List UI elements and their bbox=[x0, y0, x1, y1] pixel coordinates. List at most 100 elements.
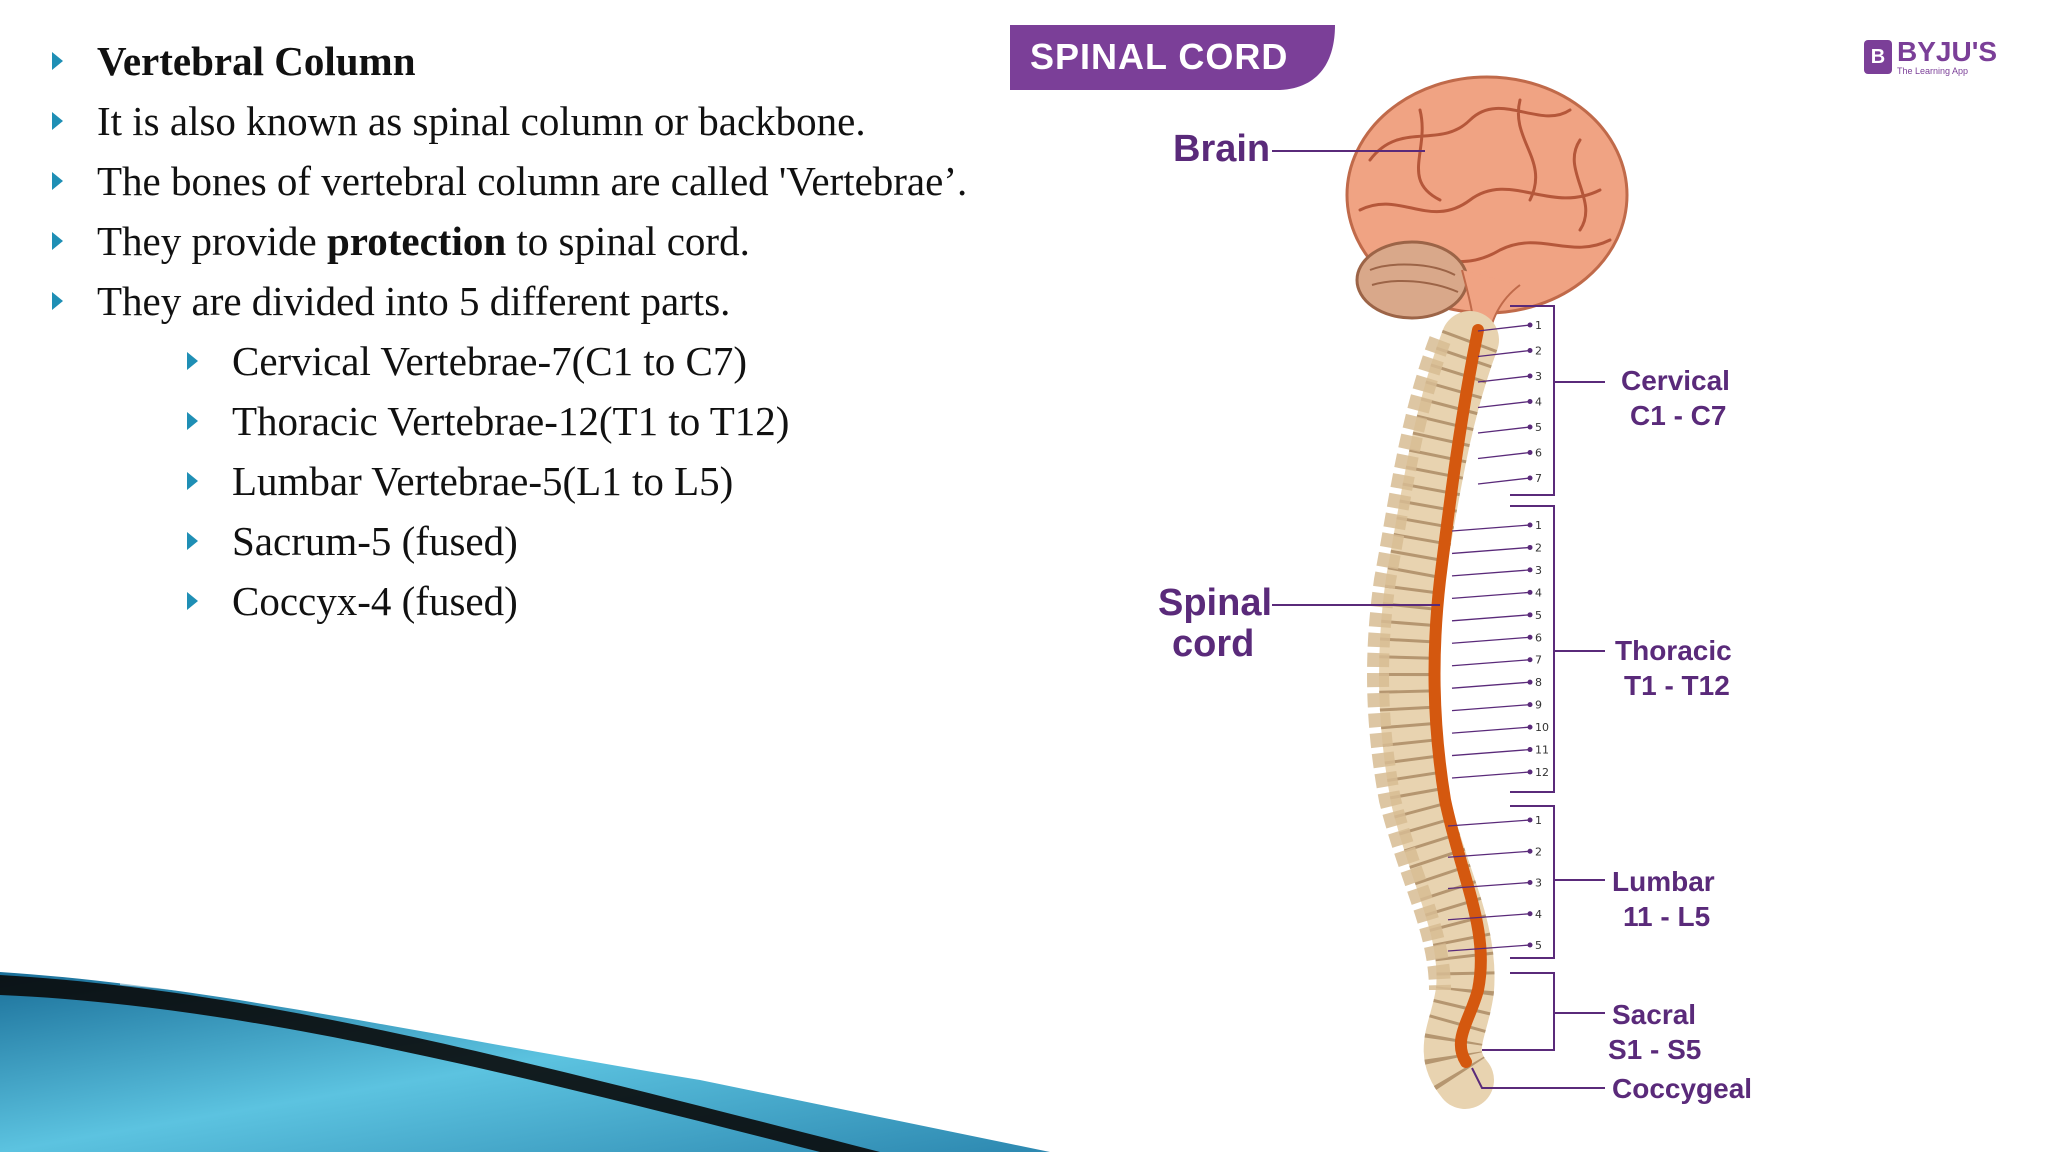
vertebra-tick-dot bbox=[1527, 848, 1533, 854]
thoracic-range: T1 - T12 bbox=[1624, 670, 1730, 701]
vertebra-tick-line bbox=[1451, 748, 1531, 757]
bullet-item: It is also known as spinal column or bac… bbox=[52, 95, 866, 147]
bullet-text: Vertebral Column bbox=[97, 38, 416, 84]
bullet-arrow-icon bbox=[52, 52, 63, 70]
bullet-text-pre: They provide bbox=[97, 218, 327, 264]
sub-bullet-text: Coccyx-4 (fused) bbox=[232, 578, 518, 624]
vertebra-tick-dot bbox=[1527, 322, 1533, 328]
vertebra-number: 3 bbox=[1535, 877, 1542, 890]
vertebra-number: 1 bbox=[1535, 814, 1542, 827]
vertebra-number: 11 bbox=[1535, 744, 1549, 757]
bullet-arrow-icon bbox=[52, 112, 63, 130]
bullet-arrow-icon bbox=[52, 292, 63, 310]
vertebra-number: 6 bbox=[1535, 447, 1542, 460]
vertebra-tick-line bbox=[1477, 349, 1531, 358]
vertebra-tick-line bbox=[1451, 569, 1531, 577]
spinal-cord-label-line1: Spinal bbox=[1158, 582, 1272, 624]
logo-mark-icon: B bbox=[1864, 40, 1892, 74]
spinal-cord-label-line2: cord bbox=[1172, 623, 1254, 665]
bullet-arrow-icon bbox=[187, 592, 198, 610]
vertebra-tick-dot bbox=[1527, 880, 1533, 885]
vertebra-number: 7 bbox=[1535, 472, 1542, 485]
vertebra-number: 1 bbox=[1535, 519, 1542, 532]
vertebra-tick-dot bbox=[1527, 817, 1533, 823]
vertebra-tick-line bbox=[1447, 850, 1531, 858]
vertebra-tick-line bbox=[1451, 681, 1531, 689]
vertebra-number: 2 bbox=[1535, 345, 1542, 358]
vertebral-column-illustration bbox=[1367, 311, 1499, 1109]
vertebra-number: 10 bbox=[1535, 721, 1549, 734]
vertebra-tick-dot bbox=[1527, 747, 1533, 753]
vertebra-number: 3 bbox=[1535, 564, 1542, 577]
vertebra-number: 4 bbox=[1535, 396, 1542, 409]
vertebra-number: 7 bbox=[1535, 654, 1542, 667]
bullet-item: The bones of vertebral column are called… bbox=[52, 155, 967, 207]
vertebra-tick-line bbox=[1477, 324, 1531, 332]
bullet-text: It is also known as spinal column or bac… bbox=[97, 98, 866, 144]
lumbar-label: Lumbar bbox=[1612, 866, 1715, 897]
vertebra-number: 6 bbox=[1535, 631, 1542, 644]
thoracic-label: Thoracic bbox=[1615, 635, 1732, 666]
vertebra-number: 4 bbox=[1535, 908, 1542, 921]
vertebra-tick-line bbox=[1447, 913, 1531, 921]
sacral-label: Sacral bbox=[1612, 999, 1696, 1030]
sub-bullet-item: Cervical Vertebrae-7(C1 to C7) bbox=[187, 335, 747, 387]
coccygeal-label: Coccygeal bbox=[1612, 1073, 1752, 1104]
vertebra-tick-line bbox=[1451, 546, 1531, 555]
vertebra-number: 5 bbox=[1535, 421, 1542, 434]
section-brackets bbox=[1471, 305, 1605, 1089]
vertebra-tick-dot bbox=[1527, 544, 1533, 550]
sub-bullet-item: Lumbar Vertebrae-5(L1 to L5) bbox=[187, 455, 733, 507]
bullet-arrow-icon bbox=[52, 172, 63, 190]
vertebra-tick-line bbox=[1477, 400, 1531, 409]
vertebra-number: 12 bbox=[1535, 766, 1549, 779]
vertebra-number: 1 bbox=[1535, 319, 1542, 332]
vertebra-number: 4 bbox=[1535, 586, 1542, 599]
vertebra-tick-line bbox=[1477, 375, 1531, 383]
sub-bullet-item: Sacrum-5 (fused) bbox=[187, 515, 518, 567]
sub-bullet-item: Thoracic Vertebrae-12(T1 to T12) bbox=[187, 395, 789, 447]
vertebra-tick-line bbox=[1447, 819, 1531, 827]
vertebra-number: 8 bbox=[1535, 676, 1542, 689]
vertebra-tick-line bbox=[1451, 659, 1531, 667]
diagram-title: SPINAL CORD bbox=[1030, 36, 1288, 77]
cervical-label: Cervical bbox=[1621, 365, 1730, 396]
vertebra-tick-dot bbox=[1527, 589, 1533, 595]
sub-bullet-text: Lumbar Vertebrae-5(L1 to L5) bbox=[232, 458, 734, 504]
vertebra-tick-dot bbox=[1527, 657, 1533, 663]
vertebra-tick-dot bbox=[1527, 679, 1533, 685]
spinal-cord-line bbox=[1428, 324, 1487, 1068]
vertebra-tick-dot bbox=[1527, 348, 1533, 353]
vertebra-tick-dot bbox=[1527, 911, 1533, 917]
vertebra-tick-line bbox=[1447, 881, 1531, 890]
vertebra-tick-line bbox=[1477, 451, 1531, 460]
bullet-item: They are divided into 5 different parts. bbox=[52, 275, 730, 327]
vertebra-tick-line bbox=[1451, 771, 1531, 779]
bullet-arrow-icon bbox=[187, 532, 198, 550]
bullet-arrow-icon bbox=[187, 472, 198, 490]
sacral-range: S1 - S5 bbox=[1608, 1034, 1701, 1065]
vertebra-tick-line bbox=[1477, 477, 1531, 485]
brain-label: Brain bbox=[1173, 128, 1270, 170]
cervical-range: C1 - C7 bbox=[1630, 400, 1726, 431]
brain-illustration bbox=[1345, 75, 1629, 346]
vertebra-tick-dot bbox=[1527, 450, 1533, 455]
vertebra-tick-dot bbox=[1527, 724, 1533, 730]
bullet-arrow-icon bbox=[187, 352, 198, 370]
bullet-item: Vertebral Column bbox=[52, 35, 416, 87]
vertebra-tick-dot bbox=[1527, 475, 1533, 481]
vertebra-tick-dot bbox=[1527, 942, 1533, 948]
bullet-arrow-icon bbox=[52, 232, 63, 250]
vertebra-tick-dot bbox=[1527, 373, 1533, 379]
vertebra-number: 2 bbox=[1535, 541, 1542, 554]
vertebra-tick-line bbox=[1451, 524, 1531, 532]
vertebra-tick-line bbox=[1451, 703, 1531, 712]
vertebra-tick-dot bbox=[1527, 769, 1533, 775]
bullet-text-post: to spinal cord. bbox=[506, 218, 750, 264]
bullet-text: They are divided into 5 different parts. bbox=[97, 278, 731, 324]
vertebra-tick-dot bbox=[1527, 634, 1533, 640]
bullet-item: They provide protection to spinal cord. bbox=[52, 215, 750, 267]
